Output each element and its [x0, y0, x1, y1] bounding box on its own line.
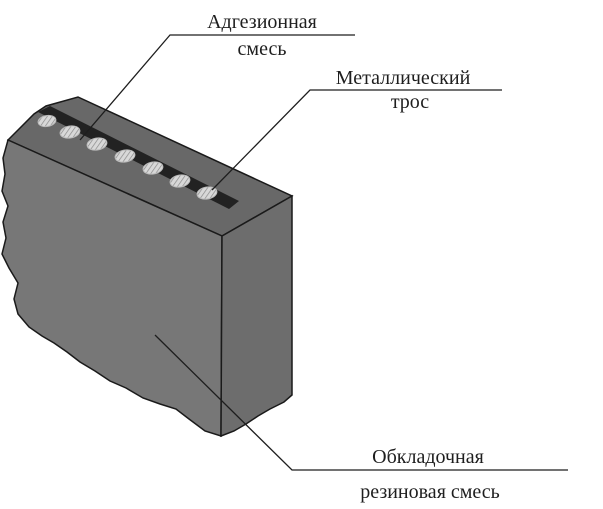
cable-cross-section	[114, 149, 136, 163]
front-face	[1, 138, 223, 438]
cable-cross-section	[142, 161, 164, 175]
leader-lines	[79, 34, 568, 471]
leader-cover	[154, 334, 568, 471]
label-adhesive-line2: смесь	[238, 38, 287, 60]
leader-adhesive	[79, 34, 355, 141]
label-adhesive-line1: Адгезионная	[207, 11, 317, 33]
belt-block	[1, 96, 294, 438]
labels: Адгезионная смесь Металлический трос Обк…	[207, 11, 500, 503]
cable-cross-section	[59, 125, 81, 139]
label-cover-line2: резиновая смесь	[360, 481, 500, 503]
metal-cables	[37, 114, 218, 200]
label-cover-line1: Обкладочная	[372, 446, 484, 468]
side-face	[220, 194, 293, 438]
leader-cable	[211, 89, 502, 191]
label-cable-line1: Металлический	[336, 67, 471, 89]
cable-cross-section	[86, 137, 108, 151]
label-cable-line2: трос	[391, 91, 429, 113]
cable-cross-section	[169, 174, 191, 188]
cable-cross-section	[37, 114, 57, 128]
